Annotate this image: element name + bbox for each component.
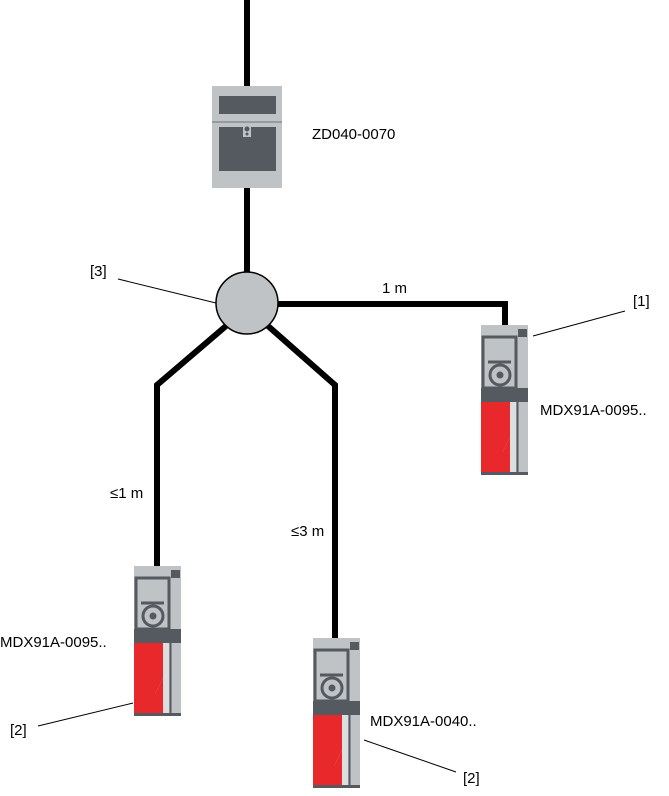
device-2-callout: [2] bbox=[10, 722, 27, 739]
cable-length-2: ≤1 m bbox=[110, 485, 143, 502]
device-1-label: MDX91A-0095.. bbox=[540, 402, 647, 419]
cable-length-3: ≤3 m bbox=[291, 523, 324, 540]
device-1-leader-line bbox=[532, 310, 626, 337]
hub-connector bbox=[215, 271, 279, 335]
device-2-label: MDX91A-0095.. bbox=[0, 634, 107, 651]
device-1-callout: [1] bbox=[633, 293, 650, 310]
device-2-leader-line bbox=[37, 702, 134, 727]
distributor-zd040 bbox=[212, 86, 282, 188]
device-3-leader-line bbox=[363, 739, 457, 773]
device-2 bbox=[132, 564, 183, 718]
device-3-callout: [2] bbox=[463, 770, 480, 787]
hub-leader-line bbox=[117, 278, 217, 304]
device-3 bbox=[311, 636, 362, 790]
device-1 bbox=[479, 323, 530, 477]
hub-callout: [3] bbox=[90, 263, 107, 280]
cables bbox=[154, 0, 508, 639]
distributor-label: ZD040-0070 bbox=[312, 126, 395, 143]
device-3-label: MDX91A-0040.. bbox=[370, 713, 477, 730]
cable-length-1: 1 m bbox=[382, 280, 407, 297]
